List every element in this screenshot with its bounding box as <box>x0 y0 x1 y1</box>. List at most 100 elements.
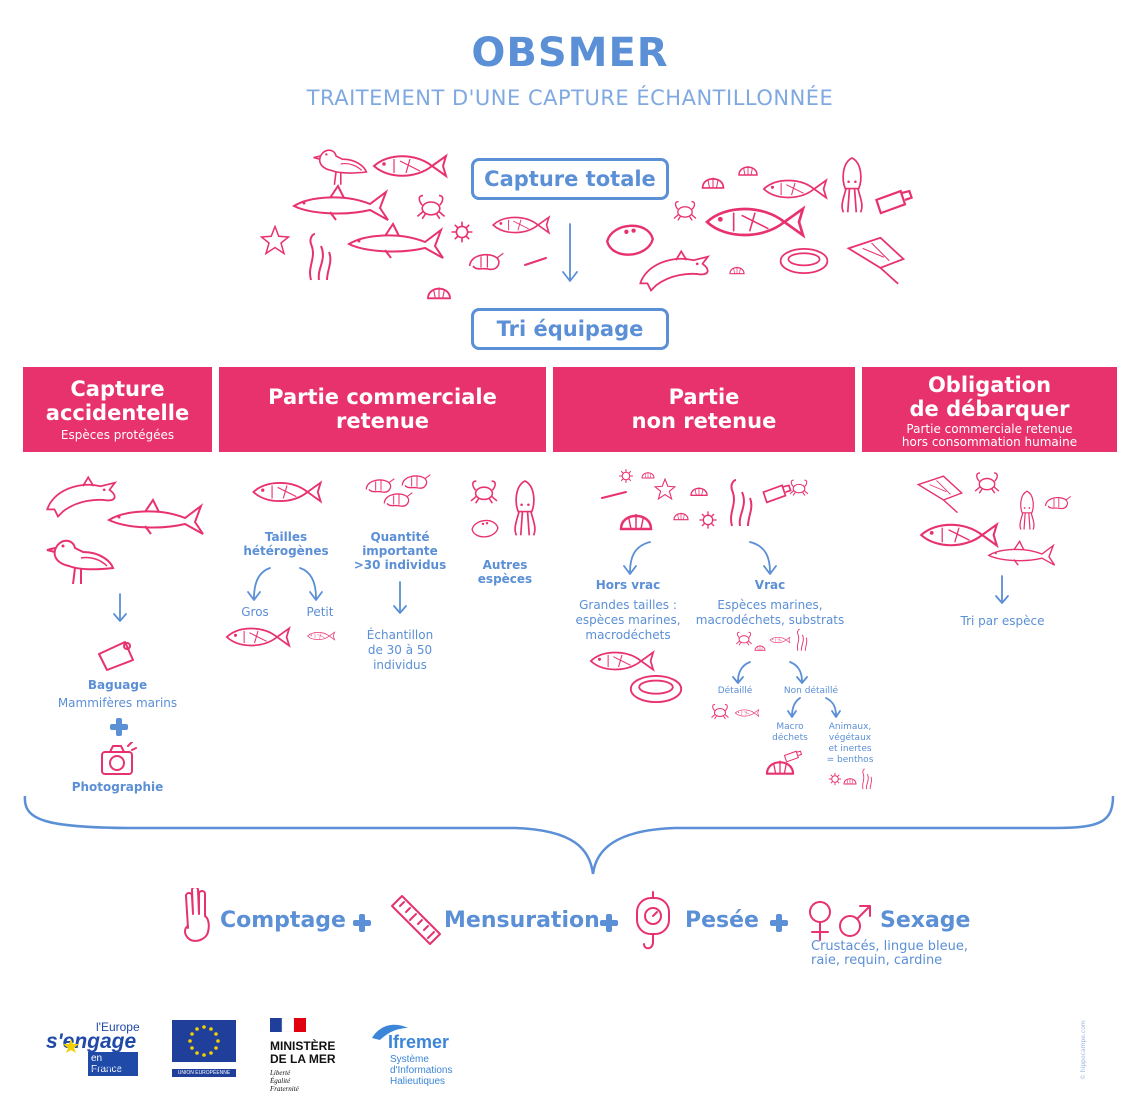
shrimp-group-icon <box>365 473 432 507</box>
other-species-illustration <box>470 479 537 538</box>
header-capture-accidentelle: Capture accidentelle Espèces protégées <box>23 367 212 452</box>
sexage-note: Crustacés, lingue bleue, raie, requin, c… <box>811 940 968 968</box>
text-line: Crustacés, lingue bleue, <box>811 939 968 954</box>
header-title-line: retenue <box>335 409 430 433</box>
tire-icon <box>629 674 683 704</box>
text-line: Quantité <box>370 530 430 544</box>
text-line: raie, requin, cardine <box>811 953 943 968</box>
text-line: Espèces marines, <box>717 598 823 612</box>
macro-waste-icon <box>765 750 803 775</box>
small-fish-icon <box>306 631 336 641</box>
text-line: macrodéchets <box>585 628 671 642</box>
text-line: Macro <box>776 722 804 732</box>
plus-icon <box>110 718 128 736</box>
star-icon <box>63 1039 79 1053</box>
discard-illustration <box>601 468 809 531</box>
text-line: importante <box>362 544 438 558</box>
logo-text: Fraternité <box>270 1085 299 1093</box>
header-title-line: Partie <box>668 385 740 409</box>
text-line: espèces marines, <box>575 613 681 627</box>
header-title-line: Capture <box>70 377 165 401</box>
capture-totale-label: Capture totale <box>484 167 656 191</box>
header-partie-non-retenue: Partie non retenue <box>553 367 855 452</box>
logo-text: d'Informations <box>390 1065 453 1076</box>
page-title: OBSMER <box>471 30 669 76</box>
plus-icon <box>770 914 788 932</box>
header-title-line: accidentelle <box>45 401 190 425</box>
ifremer-logo: Ifremer Système d'Informations Halieutiq… <box>370 1018 470 1096</box>
protected-species-illustration <box>46 476 204 585</box>
down-arrow-icon <box>113 593 127 622</box>
text-line: hétérogènes <box>243 544 329 558</box>
logo-text: s'engage <box>46 1030 137 1053</box>
fish-icon <box>252 481 322 503</box>
header-subtitle: Espèces protégées <box>60 428 175 442</box>
logo-text: Liberté <box>270 1069 291 1077</box>
ruler-icon <box>391 895 441 945</box>
text-line: déchets <box>772 733 808 743</box>
camera-icon <box>101 742 137 775</box>
macro-dechets-label: Macro déchets <box>765 722 815 744</box>
down-arrow-icon <box>393 581 407 614</box>
quantite-label: Quantité importante >30 individus <box>340 530 460 572</box>
split-arrows-icon <box>247 567 323 601</box>
split-arrows-icon <box>732 661 808 684</box>
header-title-line: non retenue <box>631 409 777 433</box>
text-line: Animaux, <box>828 722 872 732</box>
pesee-label: Pesée <box>685 908 759 933</box>
marianne-flag-icon <box>270 1017 306 1033</box>
header-title-line: Partie commerciale <box>268 385 497 409</box>
tag-icon <box>98 641 134 671</box>
text-line: de 30 à 50 <box>367 643 433 657</box>
petit-label: Petit <box>306 605 334 619</box>
detaille-label: Détaillé <box>717 686 753 696</box>
plus-icon <box>353 914 371 932</box>
plus-icon <box>600 914 618 932</box>
text-line: Tailles <box>264 530 308 544</box>
vrac-label: Vrac <box>754 578 786 592</box>
echantillon-label: Échantillon de 30 à 50 individus <box>340 628 460 673</box>
baguage-label: Baguage <box>87 678 148 692</box>
header-subtitle: hors consommation humaine <box>901 435 1078 449</box>
benthos-icon <box>828 768 873 790</box>
text-line: espèces <box>477 572 533 586</box>
page-subtitle: TRAITEMENT D'UNE CAPTURE ÉCHANTILLONNÉE <box>306 86 834 110</box>
logo-text: UNION EUROPÉENNE <box>172 1069 236 1077</box>
split-arrows-icon <box>623 541 777 575</box>
logo-text: MINISTÈRE <box>270 1039 336 1053</box>
non-detaille-label: Non détaillé <box>783 686 839 696</box>
hors-vrac-label: Hors vrac <box>595 578 661 592</box>
text-line: >30 individus <box>353 558 447 572</box>
landing-obligation-illustration <box>917 472 1072 566</box>
split-arrows-icon <box>787 697 841 718</box>
text-line: Échantillon <box>366 628 434 642</box>
logo-subtext: Système d'Informations Halieutiques <box>390 1054 453 1087</box>
scale-icon <box>636 891 670 950</box>
text-line: végétaux <box>828 733 872 743</box>
eu-flag-logo: UNION EUROPÉENNE <box>172 1020 236 1077</box>
logo-text: Égalité <box>270 1077 291 1085</box>
text-line: individus <box>373 658 427 672</box>
text-line: = benthos <box>826 755 874 765</box>
text-line: Autres <box>482 558 528 572</box>
large-fish-icon <box>225 627 291 647</box>
logo-text: en France <box>88 1052 138 1076</box>
detailed-sample-illustration <box>710 703 760 720</box>
tri-equipage-box: Tri équipage <box>471 308 669 350</box>
vrac-description: Espèces marines, macrodéchets, substrats <box>690 598 850 628</box>
autres-label: Autres espèces <box>462 558 548 586</box>
capture-totale-box: Capture totale <box>471 158 669 200</box>
logo-text: Ifremer <box>388 1032 450 1052</box>
benthos-label: Animaux, végétaux et inertes = benthos <box>820 722 880 766</box>
fish-icon <box>589 651 655 671</box>
tri-equipage-label: Tri équipage <box>496 317 644 341</box>
text-line: macrodéchets, substrats <box>695 613 845 627</box>
photographie-label: Photographie <box>71 780 164 794</box>
mammiferes-label: Mammifères marins <box>57 696 178 710</box>
eu-flag-icon <box>172 1020 236 1062</box>
logo-text: DE LA MER <box>270 1052 336 1066</box>
total-catch-illustration <box>260 149 913 300</box>
brace-connector <box>23 795 1115 875</box>
down-arrow-icon <box>995 575 1009 604</box>
hors-vrac-description: Grandes tailles : espèces marines, macro… <box>568 598 688 643</box>
